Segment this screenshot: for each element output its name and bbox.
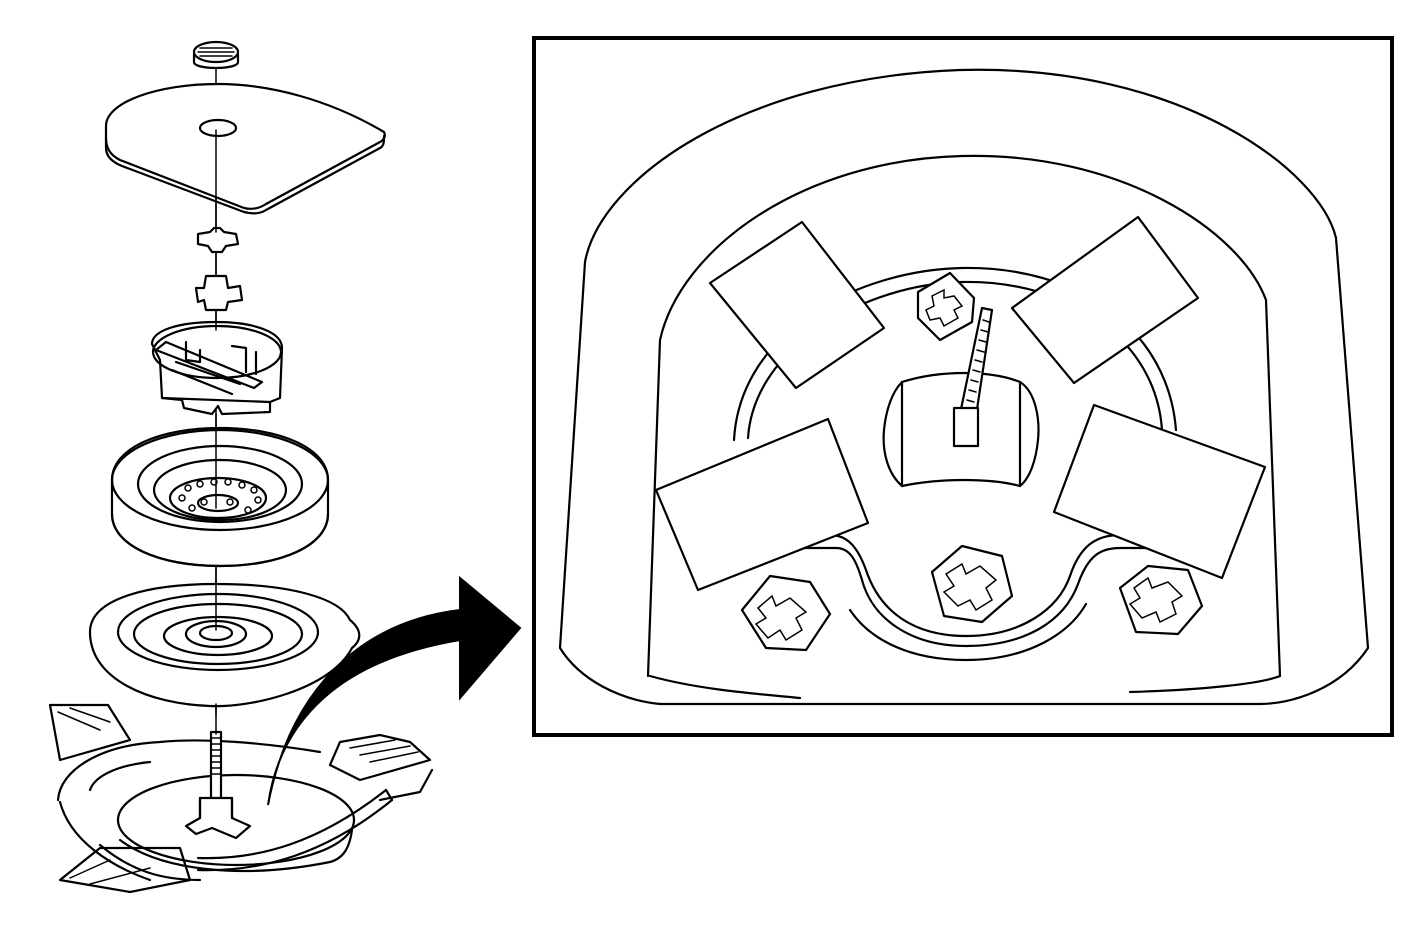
bolt-bracket [184, 796, 252, 840]
lower-recess [758, 546, 1172, 648]
wheel-holes [178, 478, 262, 514]
lug-cavity-right [1118, 564, 1204, 636]
jack-tray [150, 320, 284, 416]
detail-view [532, 36, 1394, 737]
callout-arrow [267, 575, 522, 806]
jack-handle-rod [952, 306, 994, 448]
lug-cavity-top [916, 271, 976, 342]
wing-nut [196, 226, 240, 254]
lug-cavity-left [740, 574, 832, 652]
exploded-view [48, 40, 434, 894]
label-lower-left [654, 417, 870, 592]
spare-tire-well [48, 703, 434, 894]
hold-down-bolt [209, 730, 223, 804]
label-lower-right [1052, 403, 1267, 580]
retainer-clip [194, 274, 244, 312]
label-upper-right [1010, 215, 1200, 385]
retainer-knob [192, 40, 240, 70]
trunk-shell [558, 68, 1370, 706]
trunk-floor-cover [104, 82, 386, 215]
lug-cavity-center [930, 544, 1014, 624]
label-upper-left [708, 220, 886, 390]
spare-tire [110, 426, 330, 568]
